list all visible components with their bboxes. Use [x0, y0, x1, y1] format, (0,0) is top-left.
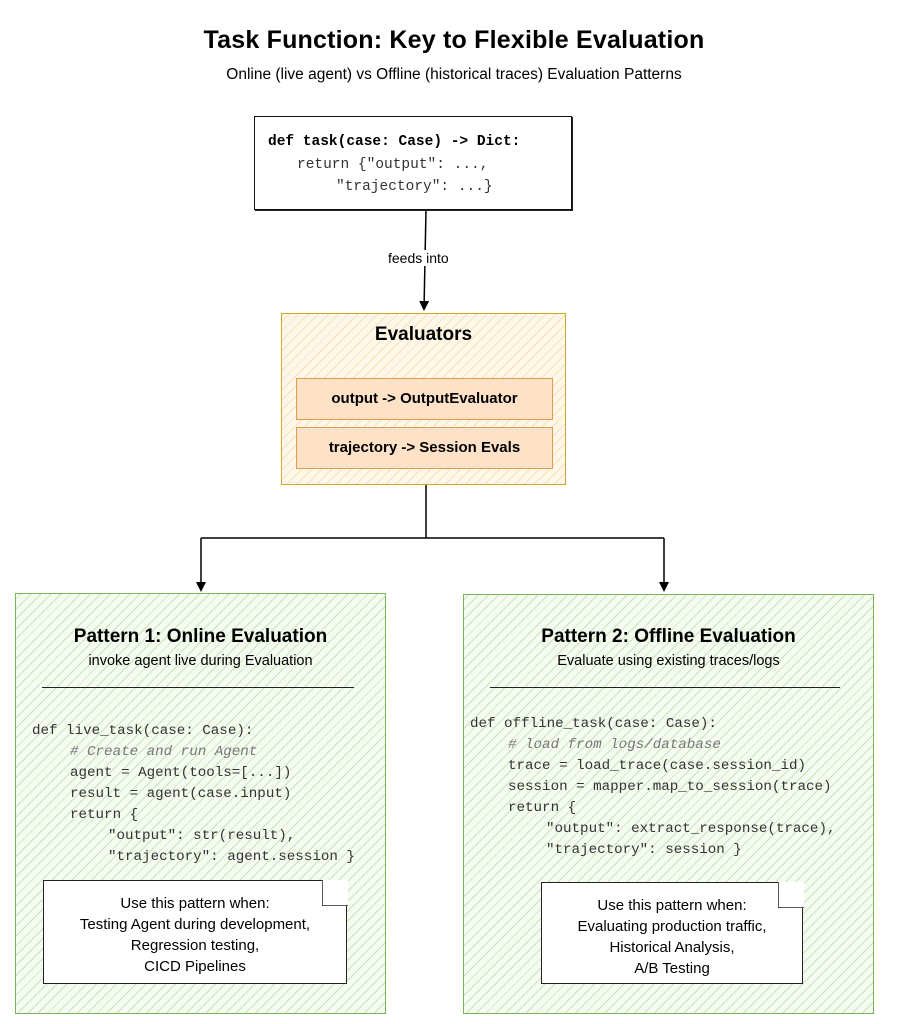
code-line: def live_task(case: Case): [32, 723, 254, 739]
pattern1-subtitle: invoke agent live during Evaluation [88, 653, 313, 669]
note-line: Regression testing, [130, 937, 260, 954]
note-fold-icon [321, 879, 348, 906]
evaluator-output: output -> OutputEvaluator [296, 378, 553, 420]
task-code-return: return {"output": ..., [297, 157, 489, 173]
diagram-subtitle: Online (live agent) vs Offline (historic… [226, 66, 682, 83]
code-line: result = agent(case.input) [70, 786, 292, 802]
note-heading: Use this pattern when: [120, 895, 270, 912]
code-line: def offline_task(case: Case): [470, 716, 717, 732]
note-heading: Use this pattern when: [597, 897, 747, 914]
code-line: "output": extract_response(trace), [546, 821, 836, 837]
note-line: A/B Testing [634, 960, 710, 977]
code-line: trace = load_trace(case.session_id) [508, 758, 806, 774]
note-fold-icon [777, 881, 804, 908]
evaluators-title: Evaluators [374, 324, 473, 345]
task-function-box: def task(case: Case) -> Dict: return {"o… [254, 116, 572, 210]
task-code-signature: def task(case: Case) -> Dict: [268, 134, 521, 150]
pattern1-divider [42, 687, 354, 688]
code-line: session = mapper.map_to_session(trace) [508, 779, 832, 795]
note-line: CICD Pipelines [144, 958, 246, 975]
pattern1-title: Pattern 1: Online Evaluation [73, 626, 328, 647]
diagram-title: Task Function: Key to Flexible Evaluatio… [203, 26, 705, 54]
code-comment: # load from logs/database [508, 737, 721, 753]
task-code-trajectory: "trajectory": ...} [336, 179, 493, 195]
evaluator-trajectory: trajectory -> Session Evals [296, 427, 553, 469]
code-line: "trajectory": agent.session } [108, 849, 355, 865]
pattern2-usage-note: Use this pattern when: Evaluating produc… [541, 881, 804, 984]
pattern2-divider [490, 687, 840, 688]
note-line: Testing Agent during development, [79, 916, 311, 933]
note-line: Historical Analysis, [609, 939, 735, 956]
code-line: "output": str(result), [108, 828, 296, 844]
pattern2-subtitle: Evaluate using existing traces/logs [557, 653, 780, 669]
feeds-into-label: feeds into [386, 250, 451, 266]
pattern2-title: Pattern 2: Offline Evaluation [541, 626, 796, 647]
code-line: "trajectory": session } [546, 842, 742, 858]
code-comment: # Create and run Agent [70, 744, 258, 760]
pattern1-usage-note: Use this pattern when: Testing Agent dur… [43, 879, 348, 984]
evaluators-to-patterns-connector [201, 485, 664, 539]
code-line: return { [508, 800, 577, 816]
code-line: agent = Agent(tools=[...]) [70, 765, 292, 781]
note-line: Evaluating production traffic, [577, 918, 767, 935]
code-line: return { [70, 807, 139, 823]
